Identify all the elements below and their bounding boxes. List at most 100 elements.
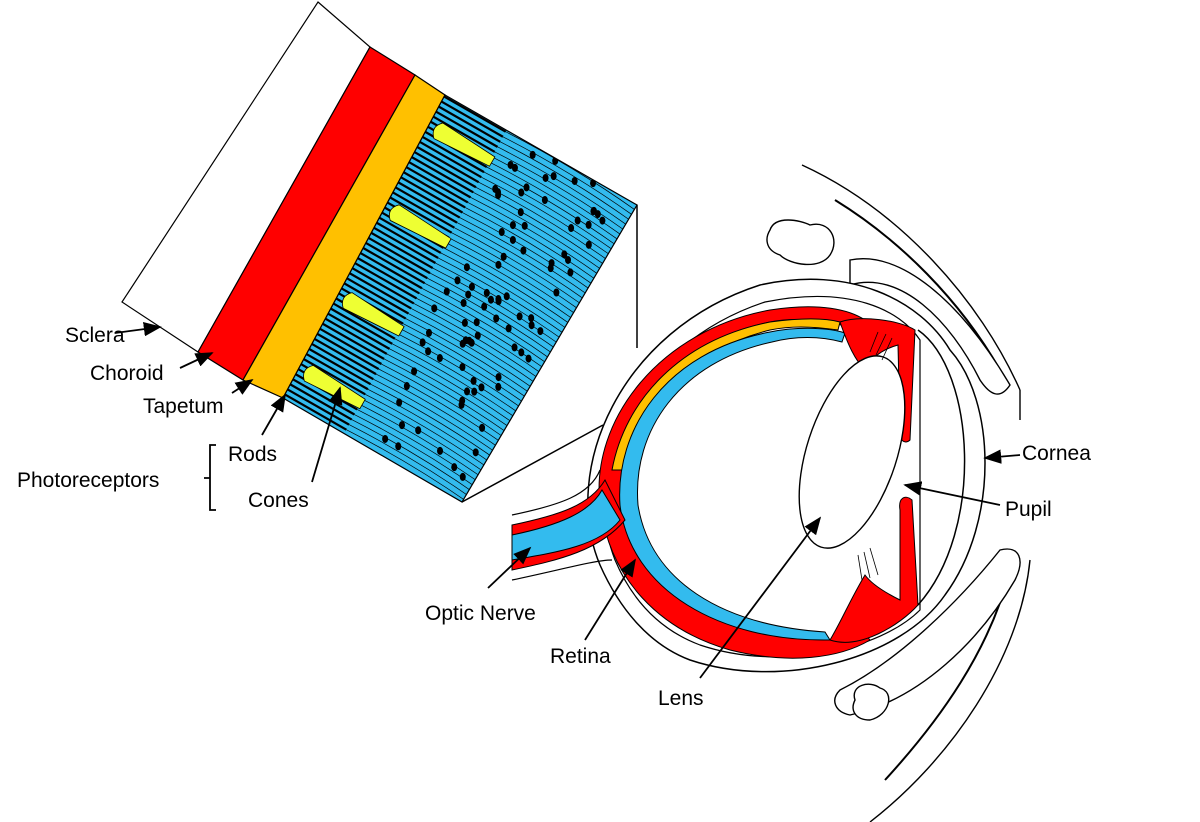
rod <box>370 231 434 270</box>
neuron-cell <box>419 338 426 347</box>
label-lens: Lens <box>658 687 704 710</box>
neuron-cell <box>478 383 485 392</box>
neuron-cell <box>459 339 466 348</box>
rod <box>330 307 393 345</box>
neuron-cell <box>553 288 560 297</box>
neuron-cell <box>590 179 597 188</box>
nerve-fiber <box>421 287 552 367</box>
neurons-layer <box>382 150 606 481</box>
rod <box>322 322 385 360</box>
nerve-fiber <box>397 333 527 412</box>
nerve-fiber <box>475 186 606 266</box>
neuron-cell <box>403 382 410 391</box>
rod <box>332 302 396 340</box>
retina-inset <box>121 1 638 503</box>
neuron-cell <box>528 314 535 323</box>
neuron-cell <box>518 188 525 197</box>
neuron-cell <box>528 321 535 330</box>
rod <box>343 282 407 320</box>
nerve-fiber <box>448 237 579 316</box>
rod <box>440 100 504 138</box>
neuron-cell <box>431 304 438 313</box>
nerve-fiber <box>383 358 514 438</box>
nerve-fiber <box>370 383 500 463</box>
rod <box>319 327 382 365</box>
nerve-fiber <box>429 272 560 352</box>
rod <box>435 110 499 148</box>
neuron-cell <box>495 373 502 382</box>
neuron-cell <box>498 228 505 237</box>
rod <box>413 151 477 189</box>
ciliary-body-bottom <box>829 496 919 643</box>
nerve-fiber <box>410 308 541 387</box>
nerve-fiber <box>402 323 533 402</box>
nerve-fiber <box>497 146 627 225</box>
nerve-fiber <box>348 424 479 502</box>
nerve-fiber <box>467 202 597 281</box>
rod <box>389 196 453 234</box>
neuron-cell <box>454 276 461 285</box>
rod <box>327 312 391 350</box>
neuron-cell <box>470 376 477 385</box>
nerve-fiber <box>389 348 519 427</box>
neuron-cell <box>509 235 516 244</box>
neuron-cell <box>495 382 502 391</box>
rod <box>349 272 412 310</box>
neuron-cell <box>518 348 525 357</box>
rods-layer <box>284 95 635 502</box>
label-pupil: Pupil <box>1005 498 1052 521</box>
nerve-fiber <box>473 192 603 271</box>
nerve-fiber <box>443 247 573 326</box>
rod <box>419 141 482 179</box>
nerve-fiber <box>481 176 611 256</box>
nerve-fiber <box>354 414 484 493</box>
nerve-fiber <box>386 353 516 433</box>
neuron-cell <box>521 221 528 230</box>
nerve-fiber <box>356 409 487 488</box>
neuron-cell <box>542 173 549 182</box>
neuron-cell <box>503 292 510 301</box>
neuron-cell <box>511 163 518 172</box>
cone <box>432 122 496 167</box>
rod <box>405 166 469 204</box>
label-cones: Cones <box>248 489 309 512</box>
neuron-cell <box>473 318 480 327</box>
neuron-cell <box>487 295 494 304</box>
rod <box>422 135 485 174</box>
neuron-cell <box>500 252 507 261</box>
neuron-cell <box>495 295 502 304</box>
optic-nerve <box>511 469 626 581</box>
rod <box>289 383 353 421</box>
nerve-fiber <box>489 161 619 241</box>
neuron-cell <box>451 463 458 472</box>
neuron-cell <box>464 387 471 396</box>
nerve-fiber <box>459 217 589 296</box>
neuron-cell <box>505 324 512 333</box>
neuron-cell <box>398 421 405 430</box>
eyeball <box>587 278 986 673</box>
rod <box>362 247 426 285</box>
neuron-cell <box>585 240 592 249</box>
rod <box>392 191 455 229</box>
neuron-cell <box>517 208 524 217</box>
neuron-cell <box>415 426 422 435</box>
neuron-cell <box>574 216 581 225</box>
nerve-fiber <box>378 368 508 448</box>
rod <box>400 176 463 214</box>
nerve-fiber <box>394 338 525 417</box>
nerve-fiber <box>424 282 554 362</box>
neuron-cell <box>483 288 490 297</box>
rod <box>311 343 374 381</box>
neuron-cell <box>571 176 578 185</box>
label-choroid: Choroid <box>90 362 164 385</box>
rod <box>373 226 436 264</box>
nerve-fiber <box>470 197 600 276</box>
neuron-cell <box>479 423 486 432</box>
neuron-cell <box>511 343 518 352</box>
rod <box>351 267 415 305</box>
neuron-cell <box>468 282 475 291</box>
neuron-cell <box>481 302 488 311</box>
neuron-cell <box>459 472 466 481</box>
nerve-fiber <box>446 242 576 321</box>
